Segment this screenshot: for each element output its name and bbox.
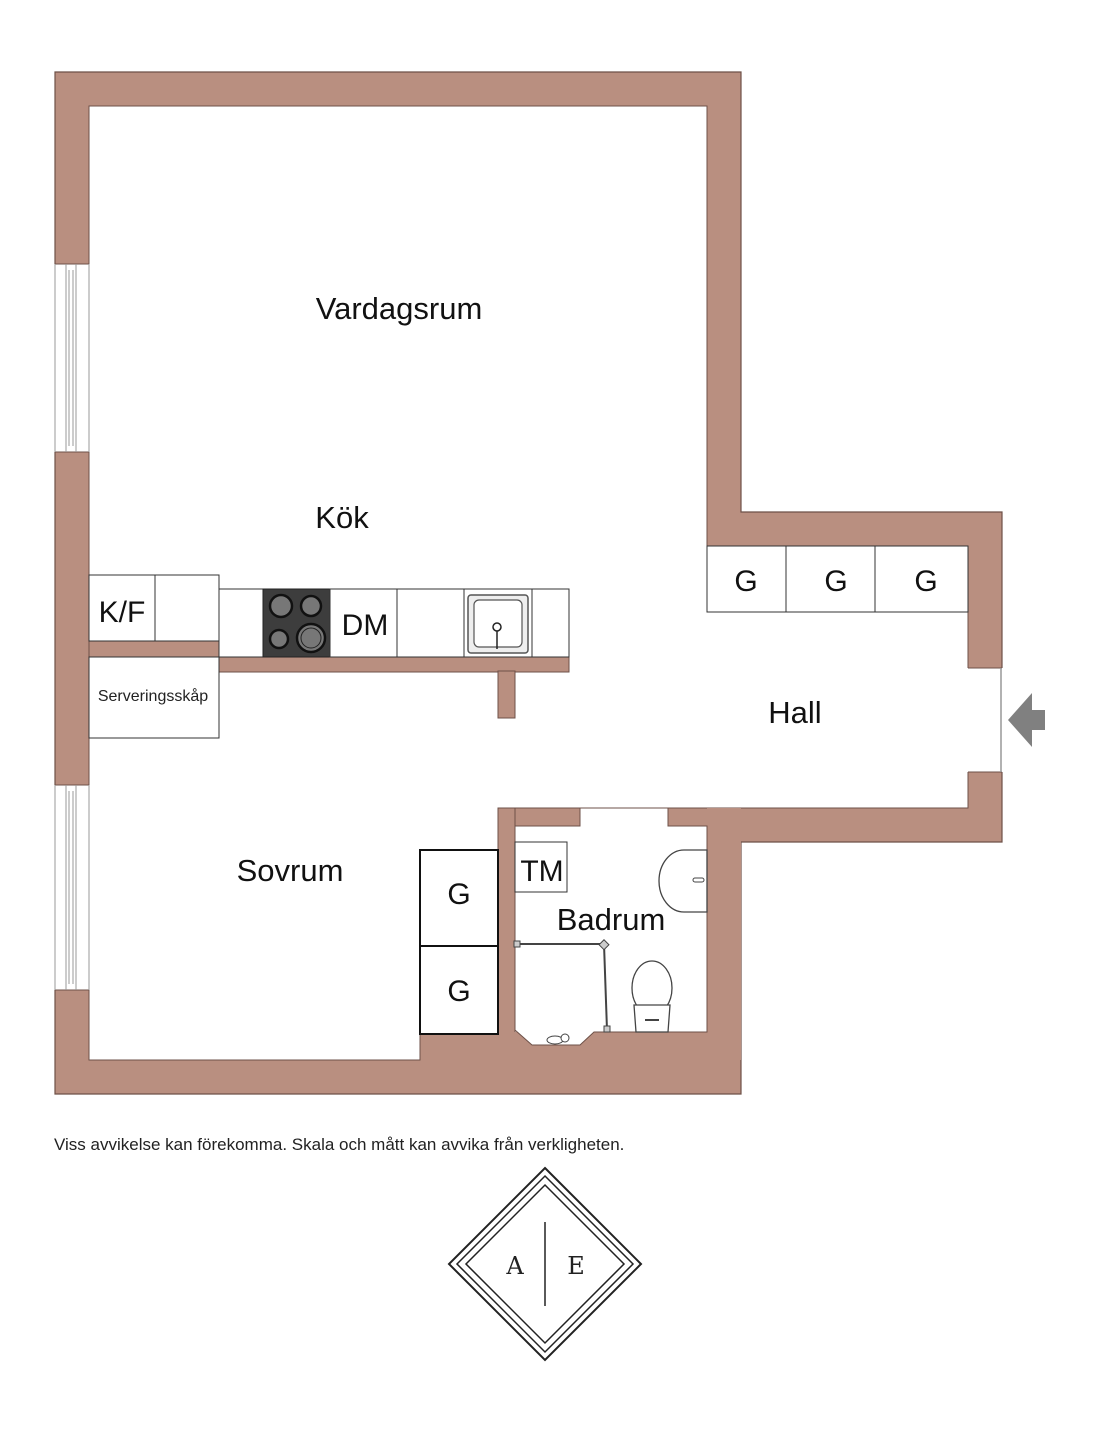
washbasin-icon [658,849,708,913]
shower-icon [513,939,611,1045]
logo: A E [447,1166,643,1362]
kitchen-wall-left [88,640,220,658]
room-label-bathroom: Badrum [557,902,666,937]
counter-section [396,588,465,658]
room-label-kitchen: Kök [315,500,369,535]
washing-machine [514,841,568,893]
wardrobe-label: G [447,878,470,911]
disclaimer-text: Viss avvikelse kan förekomma. Skala och … [54,1135,624,1154]
bathroom-wall-right [707,808,741,1034]
counter-section [218,588,264,658]
window-bedroom [54,784,90,991]
wardrobe [419,945,499,1035]
room-label-hall: Hall [768,695,821,730]
wardrobe [419,849,499,947]
entrance-door [967,667,1003,773]
bathroom-wall-top-right [667,807,709,827]
logo-letter-a: A [505,1252,524,1280]
kitchen-wall [218,656,570,673]
room-label-living: Vardagsrum [316,291,483,326]
arrow-left-icon [1008,693,1045,747]
serving-cabinet [88,656,220,739]
wardrobe [874,545,969,613]
fridge-freezer-label: K/F [99,596,146,629]
wardrobe-label: G [447,975,470,1008]
dishwasher-label: DM [342,609,389,642]
logo-letter-e: E [567,1252,585,1280]
wardrobe-label: G [914,565,937,598]
fridge-freezer [88,574,156,642]
washing-machine-label: TM [520,855,563,888]
sink-icon [463,588,533,658]
serving-cabinet-label: Serveringsskåp [98,687,208,705]
dishwasher [329,588,398,658]
kitchen-cabinet [154,574,220,642]
wardrobe [706,545,787,613]
wardrobe-label: G [734,565,757,598]
room-label-bedroom: Sovrum [237,853,344,888]
bathroom-wall-left [497,807,516,1035]
kitchen-wall-stub [497,670,516,719]
counter-section [531,588,570,658]
wardrobe-label: G [824,565,847,598]
toilet-icon [631,960,673,1033]
stove-icon [262,588,331,658]
window-living [54,263,90,453]
wardrobe [785,545,876,613]
